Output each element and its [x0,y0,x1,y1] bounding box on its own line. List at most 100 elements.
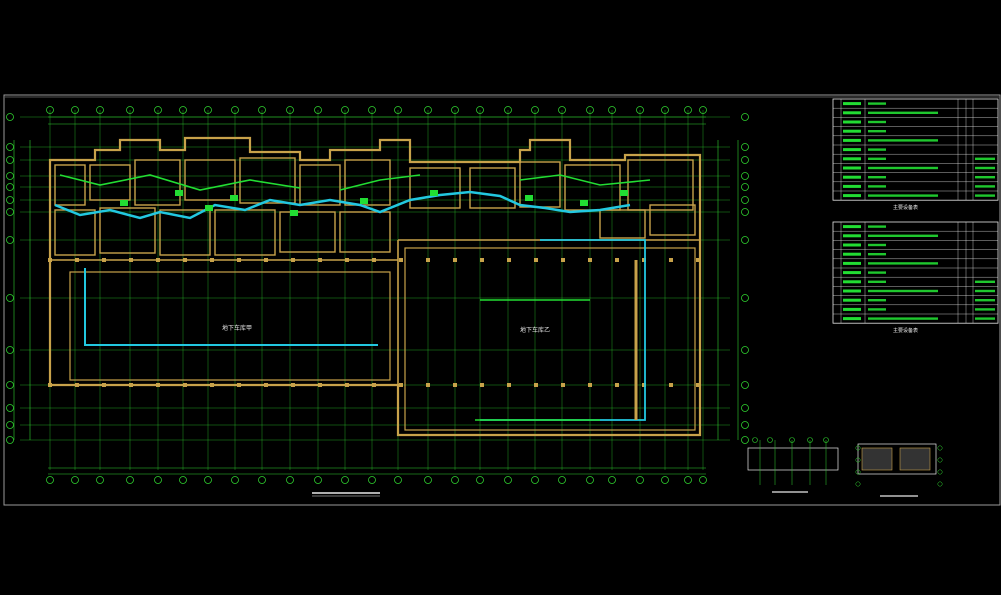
table-cell-mark [868,111,938,114]
axis-bubble-top [476,106,484,114]
table-cell-mark [975,299,995,302]
structural-column [642,258,646,262]
axis-bubble-left [6,346,14,354]
supply-duct-main [54,190,631,220]
room-partition [214,209,276,256]
axis-bubble-top [126,106,134,114]
axis-bubble-left [6,208,14,216]
axis-bubble-right [741,421,749,429]
table-cell-mark [868,317,938,320]
room-partition [344,159,391,206]
detail-bubble [855,481,861,487]
structural-column [507,383,511,387]
branch-duct [475,299,600,421]
detail-hatch [899,447,931,471]
axis-bubble-top [424,106,432,114]
structural-column [345,258,349,262]
table-cell-mark [843,102,861,106]
axis-bubble-right [741,208,749,216]
axis-bubble-left [6,143,14,151]
table-cell-mark [843,271,861,275]
table-cell-mark [843,298,861,302]
axis-bubble-top [504,106,512,114]
axis-bubble-bottom [258,476,266,484]
table-cell-mark [843,289,861,293]
structural-column [534,258,538,262]
table-cell-mark [868,253,886,256]
structural-column [210,258,214,262]
table-cell-mark [843,252,861,256]
detail-hatch [861,447,893,471]
structural-column [615,258,619,262]
equipment-table: 主要设备表 [832,98,999,211]
table-border [832,98,999,201]
table-cell-mark [843,261,861,265]
structural-column [453,258,457,262]
ventilation-ducts [54,174,651,421]
room-partition [54,164,86,206]
structural-column [102,258,106,262]
axis-bubble-top [46,106,54,114]
table-cell-mark [868,166,938,170]
structural-column [426,258,430,262]
structural-column [615,383,619,387]
structural-column [372,383,376,387]
table-cell-mark [868,139,938,142]
axis-bubble-top [394,106,402,114]
table-cell-mark [868,225,886,228]
axis-bubble-right [741,172,749,180]
detail-bubble [752,437,758,443]
axis-bubble-bottom [684,476,692,484]
axis-bubble-bottom [341,476,349,484]
structural-column [129,258,133,262]
detail-section-b [857,443,937,475]
table-cell-mark [843,129,861,133]
room-partition [339,211,391,253]
structural-column [453,383,457,387]
axis-bubble-bottom [424,476,432,484]
building-walls [48,136,702,437]
axis-bubble-top [451,106,459,114]
detail-bubble [937,457,943,463]
table-cell-mark [868,280,886,283]
table-cell-mark [868,289,938,293]
structural-column [669,383,673,387]
axis-bubble-right [741,156,749,164]
structural-column [237,258,241,262]
axis-bubble-left [6,436,14,444]
structural-column [318,383,322,387]
table-cell-mark [843,120,861,124]
table-cell-mark [843,243,861,247]
axis-bubble-left [6,294,14,302]
room-partition [54,209,96,256]
structural-column [291,258,295,262]
axis-bubble-bottom [531,476,539,484]
axis-bubble-left [6,236,14,244]
table-cell-mark [975,157,995,160]
room-partition [599,209,646,239]
axis-bubble-bottom [286,476,294,484]
duct-fitting [175,190,183,196]
table-cell-mark [975,317,995,320]
room-partition [299,164,341,206]
table-cell-mark [843,194,861,198]
structural-column [129,383,133,387]
table-cell-mark [868,308,886,311]
axis-bubble-top [684,106,692,114]
structural-column [588,383,592,387]
table-cell-mark [868,234,938,237]
table-cell-mark [868,148,886,151]
table-cell-mark [868,120,886,124]
table-cell-mark [843,111,861,115]
axis-bubble-bottom [368,476,376,484]
duct-fitting [360,198,368,204]
zone-label-a: 地下车库甲 [222,324,252,332]
duct-fitting [580,200,588,206]
structural-column [696,383,700,387]
garage-a-wall [69,271,391,381]
detail-drawings [747,437,943,497]
detail-bubble [937,445,943,451]
axis-bubble-bottom [558,476,566,484]
garage-b-wall [404,247,696,431]
structural-column [534,383,538,387]
